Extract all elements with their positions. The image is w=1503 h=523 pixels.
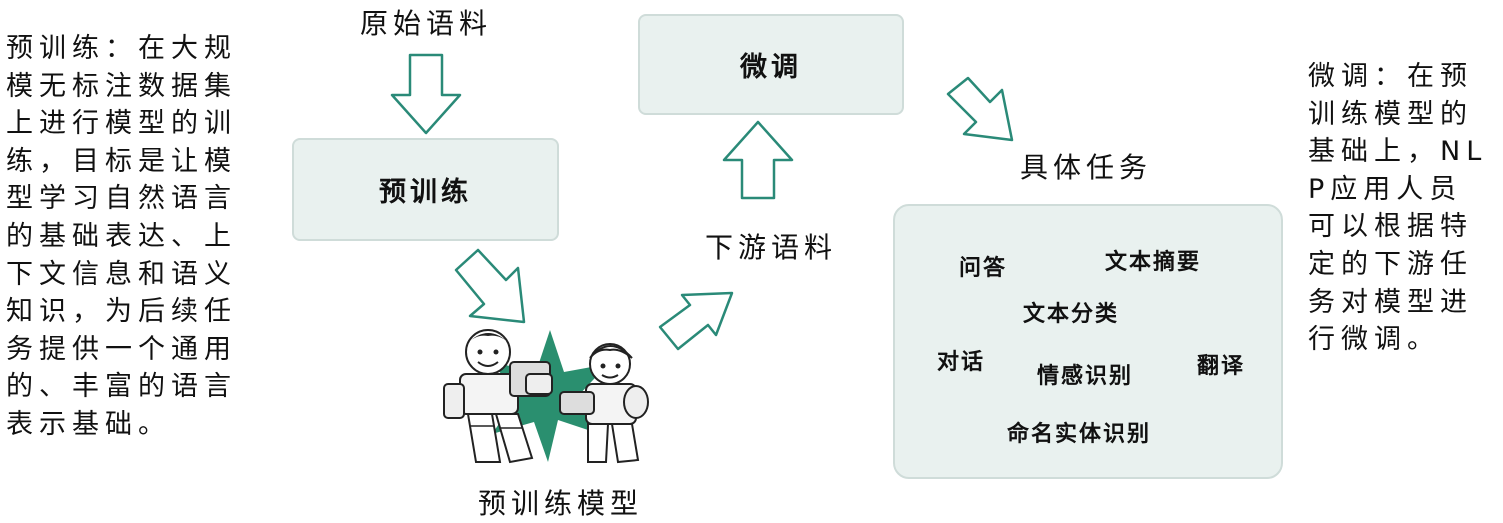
tasks-box: 问答 文本摘要 文本分类 对话 情感识别 翻译 命名实体识别 [893, 204, 1283, 479]
diagonal-arrow-up-right-icon [656, 285, 738, 355]
pretraining-description: 预训练：在大规模无标注数据集上进行模型的训练，目标是让模型学习自然语言的基础表达… [6, 30, 256, 444]
task-named-entity-recognition: 命名实体识别 [1007, 416, 1151, 448]
finetune-box-label: 微调 [740, 45, 802, 84]
raw-corpus-label: 原始语料 [360, 2, 492, 42]
pretraining-box-label: 预训练 [379, 170, 472, 209]
diagonal-arrow-down-right-icon [448, 248, 538, 328]
pretrained-model-label: 预训练模型 [478, 482, 643, 522]
task-sentiment-recognition: 情感识别 [1037, 358, 1133, 390]
pretrained-model-robots-illustration [440, 322, 660, 467]
up-arrow-icon [722, 120, 794, 200]
specific-tasks-label: 具体任务 [1020, 146, 1152, 186]
finetune-box: 微调 [638, 14, 904, 115]
task-text-classification: 文本分类 [1023, 296, 1119, 328]
downstream-corpus-label: 下游语料 [705, 226, 837, 266]
task-text-summarization: 文本摘要 [1105, 244, 1201, 276]
pretraining-box: 预训练 [292, 138, 559, 241]
down-arrow-icon [390, 55, 462, 135]
diagonal-arrow-to-tasks-icon [944, 74, 1024, 146]
task-dialogue: 对话 [937, 344, 985, 376]
task-qa: 问答 [959, 250, 1007, 282]
finetuning-description: 微调：在预训练模型的基础上，NLP应用人员可以根据特定的下游任务对模型进行微调。 [1308, 58, 1488, 359]
task-translation: 翻译 [1197, 348, 1245, 380]
